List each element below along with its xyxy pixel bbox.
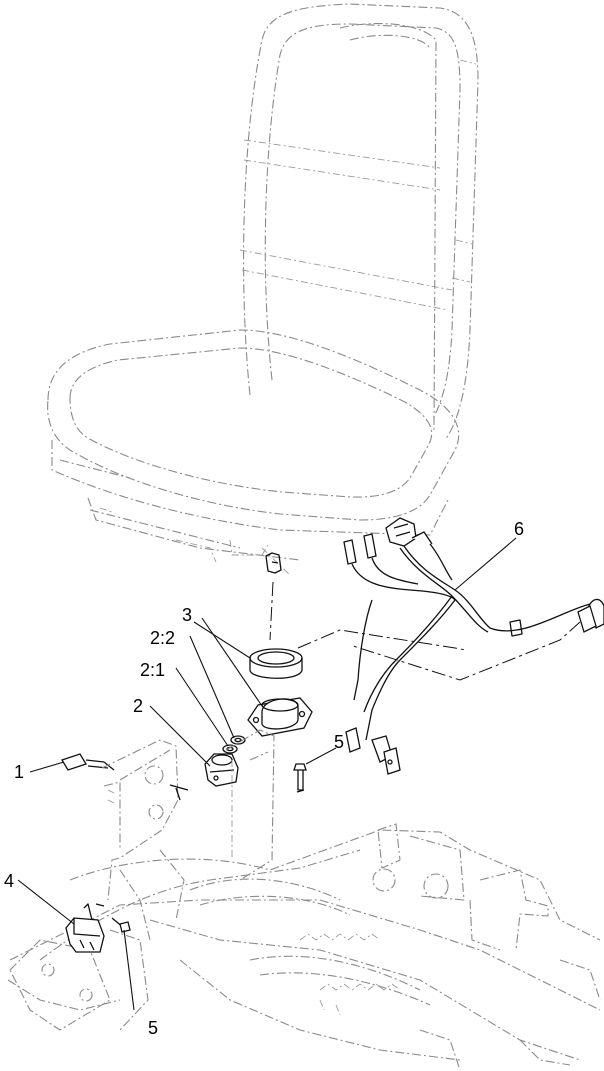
seat-switch-cover xyxy=(249,648,303,679)
callout-2-2: 2:2 xyxy=(150,628,175,648)
leader-2-2 xyxy=(189,635,235,739)
switch-nut-washer xyxy=(222,735,246,754)
callout-3: 3 xyxy=(182,605,192,625)
assembly-centerline xyxy=(269,581,274,641)
leader-lines xyxy=(17,537,517,1011)
leader-5a xyxy=(305,747,337,765)
callout-4: 4 xyxy=(4,871,14,891)
relay xyxy=(65,903,105,953)
callout-2-1: 2:1 xyxy=(140,660,165,680)
callout-5-lower: 5 xyxy=(148,1018,158,1038)
leader-3b xyxy=(201,617,263,707)
wire-harness xyxy=(343,517,604,775)
bolt-upper xyxy=(293,763,307,793)
seat-phantom xyxy=(47,3,479,576)
leader-2 xyxy=(149,705,211,767)
sensor-wire xyxy=(169,784,189,801)
ignition-switch xyxy=(204,753,239,787)
leader-6 xyxy=(454,537,517,591)
seat-switch-tab xyxy=(265,552,282,574)
callout-2: 2 xyxy=(133,696,143,716)
sensor xyxy=(61,753,115,771)
callout-1: 1 xyxy=(14,762,24,782)
callout-5-upper: 5 xyxy=(334,732,344,752)
screw-lower xyxy=(111,917,131,933)
seat-switch xyxy=(247,697,313,737)
leader-4 xyxy=(17,879,75,925)
leader-3a xyxy=(193,621,251,659)
callout-6: 6 xyxy=(514,519,524,539)
leader-1 xyxy=(29,761,65,773)
routing-line-a xyxy=(297,629,467,651)
leader-5b xyxy=(123,929,135,1011)
routing-line-b xyxy=(349,621,581,681)
frame-phantom xyxy=(7,729,601,1071)
leader-2-1 xyxy=(175,667,229,747)
